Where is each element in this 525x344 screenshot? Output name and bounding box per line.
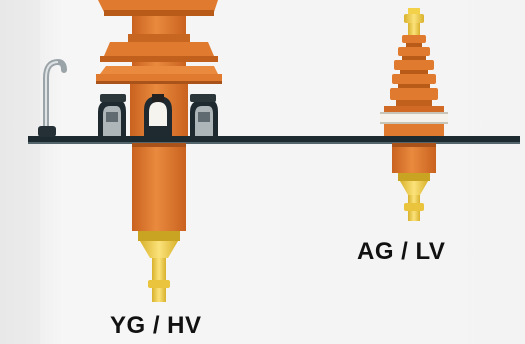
hv-brass-collar	[138, 231, 180, 241]
hv-clamp-right	[190, 94, 218, 138]
hv-brass-taper	[140, 241, 178, 258]
lv-lower-body	[392, 143, 436, 173]
lv-label: AG / LV	[357, 238, 446, 265]
lv-bushing	[380, 8, 448, 221]
lv-top-stud-tip	[408, 8, 420, 14]
lv-shed-1	[398, 47, 430, 56]
hv-neck-upper	[132, 16, 186, 36]
hv-clamp-left	[98, 94, 126, 138]
tank-cover-plate	[28, 136, 520, 143]
lv-shed-3	[392, 74, 436, 84]
lv-shed-4	[390, 88, 438, 100]
lv-top-stud	[408, 23, 420, 35]
lv-brass-nut	[404, 203, 424, 211]
hv-shed-top	[98, 0, 218, 12]
hv-shed-bottom	[96, 74, 222, 82]
hv-bushing	[96, 0, 222, 302]
lv-white-gasket	[380, 112, 448, 124]
lv-shed-2	[394, 60, 434, 70]
lv-brass-taper	[400, 181, 428, 195]
lifting-hook	[38, 58, 67, 137]
tank-cover-edge	[28, 142, 520, 144]
lv-brass-collar	[398, 173, 430, 181]
hv-brass-nut	[148, 280, 170, 288]
hv-shed-middle	[104, 42, 214, 56]
lv-top-nut	[404, 14, 424, 23]
hv-clamp-center	[144, 94, 172, 138]
background-left-shade	[0, 0, 40, 344]
hv-label: YG / HV	[110, 312, 202, 339]
hv-brass-stud	[152, 258, 166, 280]
hv-lower-body	[132, 143, 186, 231]
